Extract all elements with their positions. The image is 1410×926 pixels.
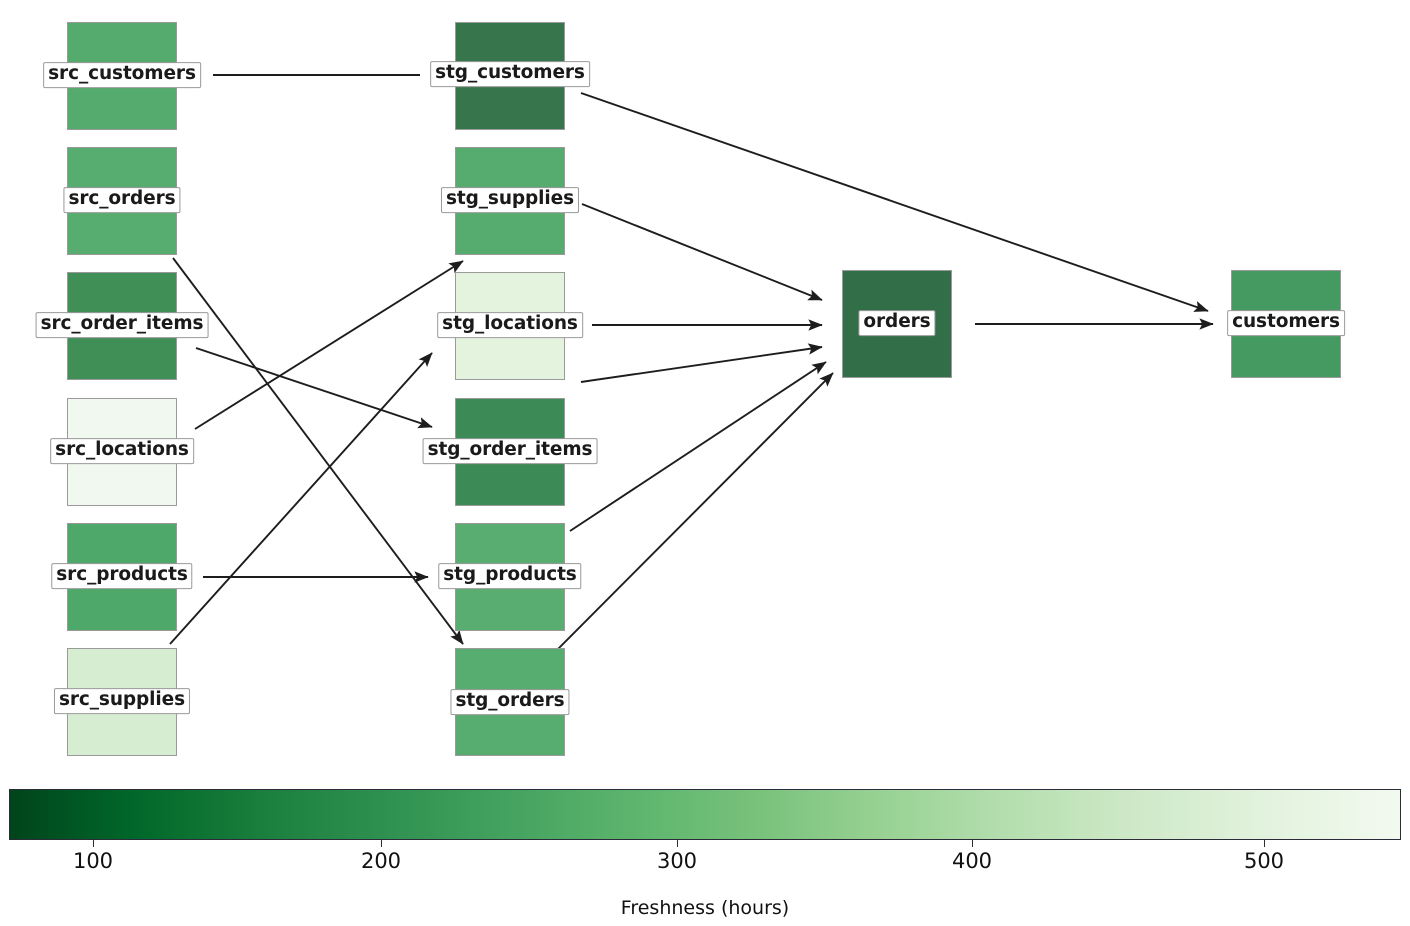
colorbar-tick-200	[381, 840, 383, 847]
edge-stg-customers-to-customers	[580, 92, 1209, 312]
colorbar-axis-label: Freshness (hours)	[620, 897, 790, 919]
edge-stg-products-to-orders	[569, 361, 827, 532]
edge-src-locations-to-stg-locations	[194, 260, 464, 430]
colorbar-tick-300	[677, 840, 679, 847]
node-label-src-locations: src_locations	[50, 438, 194, 464]
node-label-stg-products: stg_products	[438, 563, 582, 589]
colorbar: 100 200 300 400 500	[9, 789, 1401, 873]
edge-stg-supplies-to-orders	[581, 203, 823, 301]
colorbar-ticklabel-500: 500	[1243, 849, 1285, 873]
node-label-src-orders: src_orders	[63, 187, 181, 213]
colorbar-tick-100	[93, 840, 95, 847]
node-label-src-customers: src_customers	[43, 62, 201, 88]
edge-stg-orders-to-orders	[555, 372, 834, 652]
node-label-src-products: src_products	[51, 563, 193, 589]
node-label-stg-supplies: stg_supplies	[440, 187, 580, 213]
node-label-src-supplies: src_supplies	[53, 688, 191, 714]
colorbar-ticklabel-300: 300	[656, 849, 698, 873]
colorbar-ticklabel-400: 400	[951, 849, 993, 873]
node-label-stg-locations: stg_locations	[437, 312, 583, 338]
node-label-stg-customers: stg_customers	[430, 61, 590, 87]
colorbar-tick-400	[972, 840, 974, 847]
node-label-stg-order-items: stg_order_items	[422, 438, 598, 464]
node-label-src-order-items: src_order_items	[35, 312, 209, 338]
colorbar-ticklabel-200: 200	[360, 849, 402, 873]
edge-src-order-items-to-stg-order-items	[195, 347, 433, 429]
node-label-stg-orders: stg_orders	[450, 689, 570, 715]
colorbar-gradient	[9, 789, 1401, 840]
colorbar-tick-500	[1264, 840, 1266, 847]
colorbar-ticklabel-100: 100	[72, 849, 114, 873]
edge-stg-order-items-to-orders	[580, 343, 823, 383]
node-label-customers: customers	[1227, 310, 1345, 336]
edge-src-supplies-to-stg-supplies	[169, 352, 433, 645]
node-label-orders: orders	[858, 310, 936, 336]
